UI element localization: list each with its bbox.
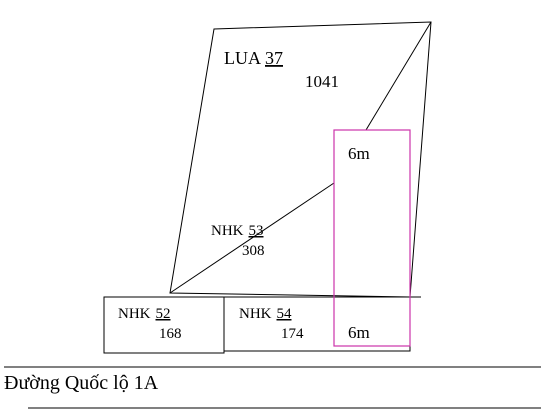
label-nhk53-area: 308 [242,243,265,259]
road-name-label: Đường Quốc lộ 1A [4,372,159,394]
label-strip-width-top: 6m [348,144,370,163]
label-nhk54: NHK 54 [239,306,292,322]
label-nhk54-area: 174 [281,326,304,342]
label-lua37-number: 37 [265,48,283,68]
label-nhk52: NHK 52 [118,306,171,322]
label-nhk53-number: 53 [249,223,264,239]
parcel-divider-upper [365,21,432,131]
label-nhk53: NHK 53 [211,223,264,239]
label-nhk54-type: NHK [239,306,272,322]
label-nhk52-area: 168 [159,326,182,342]
label-nhk52-type: NHK [118,306,151,322]
label-nhk53-type: NHK [211,223,244,239]
parcel-lua37-outline [169,21,432,298]
parcel-divider-lower [169,182,335,294]
label-nhk52-number: 52 [156,306,171,322]
label-lua37-type: LUA [224,48,261,68]
label-strip-width-bottom: 6m [348,323,370,342]
label-lua37-area: 1041 [305,72,339,91]
six-meter-strip [333,129,411,347]
label-nhk54-number: 54 [277,306,293,322]
